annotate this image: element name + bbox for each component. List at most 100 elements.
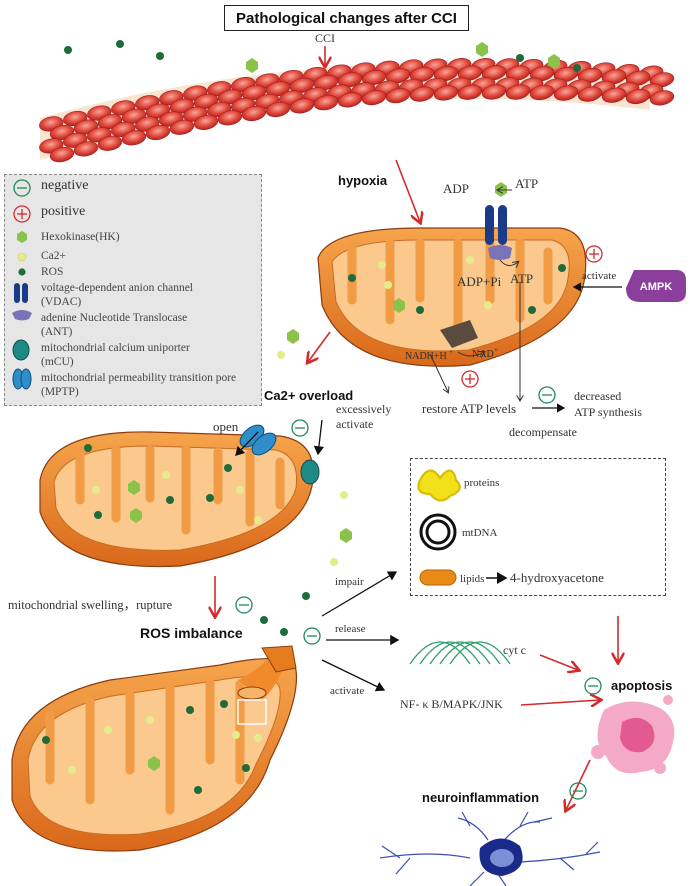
negative-icon-neuro bbox=[569, 782, 587, 800]
red-blood-cell bbox=[529, 66, 555, 82]
red-blood-cell bbox=[601, 69, 627, 85]
red-blood-cell bbox=[337, 72, 363, 88]
restore-arrow bbox=[429, 353, 448, 392]
red-blood-cell bbox=[39, 116, 64, 132]
red-blood-cell bbox=[121, 108, 147, 124]
red-blood-cell bbox=[529, 84, 555, 101]
decompensate-label: decompensate bbox=[509, 425, 577, 439]
red-blood-cell bbox=[111, 100, 136, 116]
activate-ampk-label: activate bbox=[582, 270, 616, 282]
red-blood-cell bbox=[121, 130, 147, 146]
red-blood-cell bbox=[505, 84, 531, 100]
red-blood-cell bbox=[231, 77, 256, 93]
legend-ant-label-1: adenine Nucleotide Translocase bbox=[41, 312, 188, 324]
legend-ant-label-2: (ANT) bbox=[41, 326, 73, 338]
svg-text:+: + bbox=[449, 348, 453, 356]
red-blood-cell bbox=[519, 77, 544, 93]
red-blood-cell bbox=[265, 101, 291, 118]
negative-icon-ros bbox=[303, 627, 321, 645]
red-blood-cell bbox=[625, 88, 651, 105]
cci-label: CCI bbox=[315, 31, 335, 45]
microglia-icon bbox=[379, 811, 601, 886]
red-blood-cell bbox=[495, 77, 520, 93]
mptp-icon bbox=[12, 368, 32, 390]
adp-pi-label: ADP+Pi bbox=[457, 274, 502, 289]
red-blood-cell bbox=[385, 68, 411, 84]
nadh-arrow bbox=[457, 352, 484, 356]
mitochondrion-ruptured bbox=[11, 645, 298, 852]
red-blood-cell bbox=[567, 79, 592, 95]
red-blood-cell bbox=[87, 105, 112, 121]
red-blood-cell bbox=[231, 97, 256, 113]
red-blood-cell bbox=[433, 65, 459, 82]
negative-icon-decrease bbox=[538, 386, 556, 404]
swelling-label: mitochondrial swelling，rupture bbox=[8, 598, 173, 612]
positive-icon bbox=[13, 205, 31, 223]
red-blood-cell bbox=[303, 87, 328, 103]
red-blood-cell bbox=[375, 60, 400, 76]
red-blood-cell bbox=[49, 124, 75, 141]
mitochondrion-upper bbox=[317, 205, 587, 367]
red-blood-cell bbox=[433, 85, 459, 101]
red-blood-cell bbox=[409, 86, 435, 102]
red-blood-cell bbox=[385, 87, 411, 104]
open-arrow bbox=[235, 431, 259, 456]
red-blood-cell bbox=[447, 77, 472, 93]
red-blood-cell bbox=[519, 58, 544, 75]
red-blood-cell bbox=[649, 72, 675, 88]
red-blood-cell bbox=[615, 82, 640, 98]
cytc-apoptosis-arrow bbox=[539, 654, 578, 670]
red-blood-cell bbox=[111, 121, 136, 137]
red-blood-cell bbox=[63, 132, 88, 148]
legend-panel: negative positive Hexokinase(HK) Ca2+ RO… bbox=[4, 174, 262, 406]
red-blood-cell bbox=[97, 114, 123, 130]
nfkb-apoptosis-arrow bbox=[520, 700, 600, 705]
legend-mcu-label-1: mitochondrial calcium uniporter bbox=[41, 342, 190, 354]
red-blood-cell bbox=[375, 80, 400, 96]
release-label: release bbox=[335, 623, 366, 635]
damage-targets-box bbox=[410, 458, 666, 596]
red-blood-cell bbox=[87, 127, 112, 143]
restore-label: restore ATP levels bbox=[422, 401, 516, 416]
red-blood-cell bbox=[169, 98, 195, 114]
red-blood-cell bbox=[193, 114, 219, 130]
red-blood-cell bbox=[505, 65, 531, 81]
red-blood-cell bbox=[159, 90, 184, 106]
ca-overload-label: Ca2+ overload bbox=[264, 388, 353, 403]
red-blood-cell bbox=[423, 58, 448, 74]
red-blood-cell bbox=[399, 59, 424, 75]
neuroinflammation-arrow bbox=[566, 759, 591, 810]
legend-mptp-label-1: mitochondrial permeability transition po… bbox=[41, 372, 237, 384]
red-blood-cell bbox=[543, 78, 568, 94]
red-blood-cell bbox=[471, 58, 496, 74]
red-blood-cell bbox=[97, 135, 123, 151]
red-blood-cell bbox=[73, 141, 99, 157]
ca-overload-arrow bbox=[308, 331, 331, 362]
particles-mid bbox=[260, 329, 352, 636]
open-label: open bbox=[213, 419, 239, 434]
impair-arrow bbox=[321, 571, 398, 617]
ca2-icon bbox=[17, 252, 27, 262]
red-blood-cell bbox=[303, 66, 328, 83]
red-blood-cell bbox=[217, 110, 243, 126]
red-blood-cell bbox=[615, 63, 640, 80]
legend-hk-label: Hexokinase(HK) bbox=[41, 231, 120, 243]
red-blood-cell bbox=[313, 74, 339, 91]
red-blood-cell bbox=[63, 110, 88, 127]
decreased-label-2: ATP synthesis bbox=[574, 405, 642, 419]
hypoxia-label: hypoxia bbox=[338, 173, 388, 188]
red-blood-cell bbox=[457, 65, 483, 81]
legend-negative-label: negative bbox=[41, 178, 89, 193]
legend-symbols bbox=[12, 179, 32, 390]
nadh-label: NADH+H bbox=[405, 351, 447, 362]
cytc-icon bbox=[409, 641, 511, 665]
hypoxia-arrow bbox=[395, 159, 420, 222]
legend-mptp-label-2: (MPTP) bbox=[41, 386, 79, 398]
negative-icon bbox=[13, 179, 31, 197]
atp-mid-label: ATP bbox=[510, 271, 533, 286]
ros-icon bbox=[18, 268, 26, 276]
adp-label: ADP bbox=[443, 181, 469, 196]
apoptosis-label: apoptosis bbox=[611, 678, 672, 693]
